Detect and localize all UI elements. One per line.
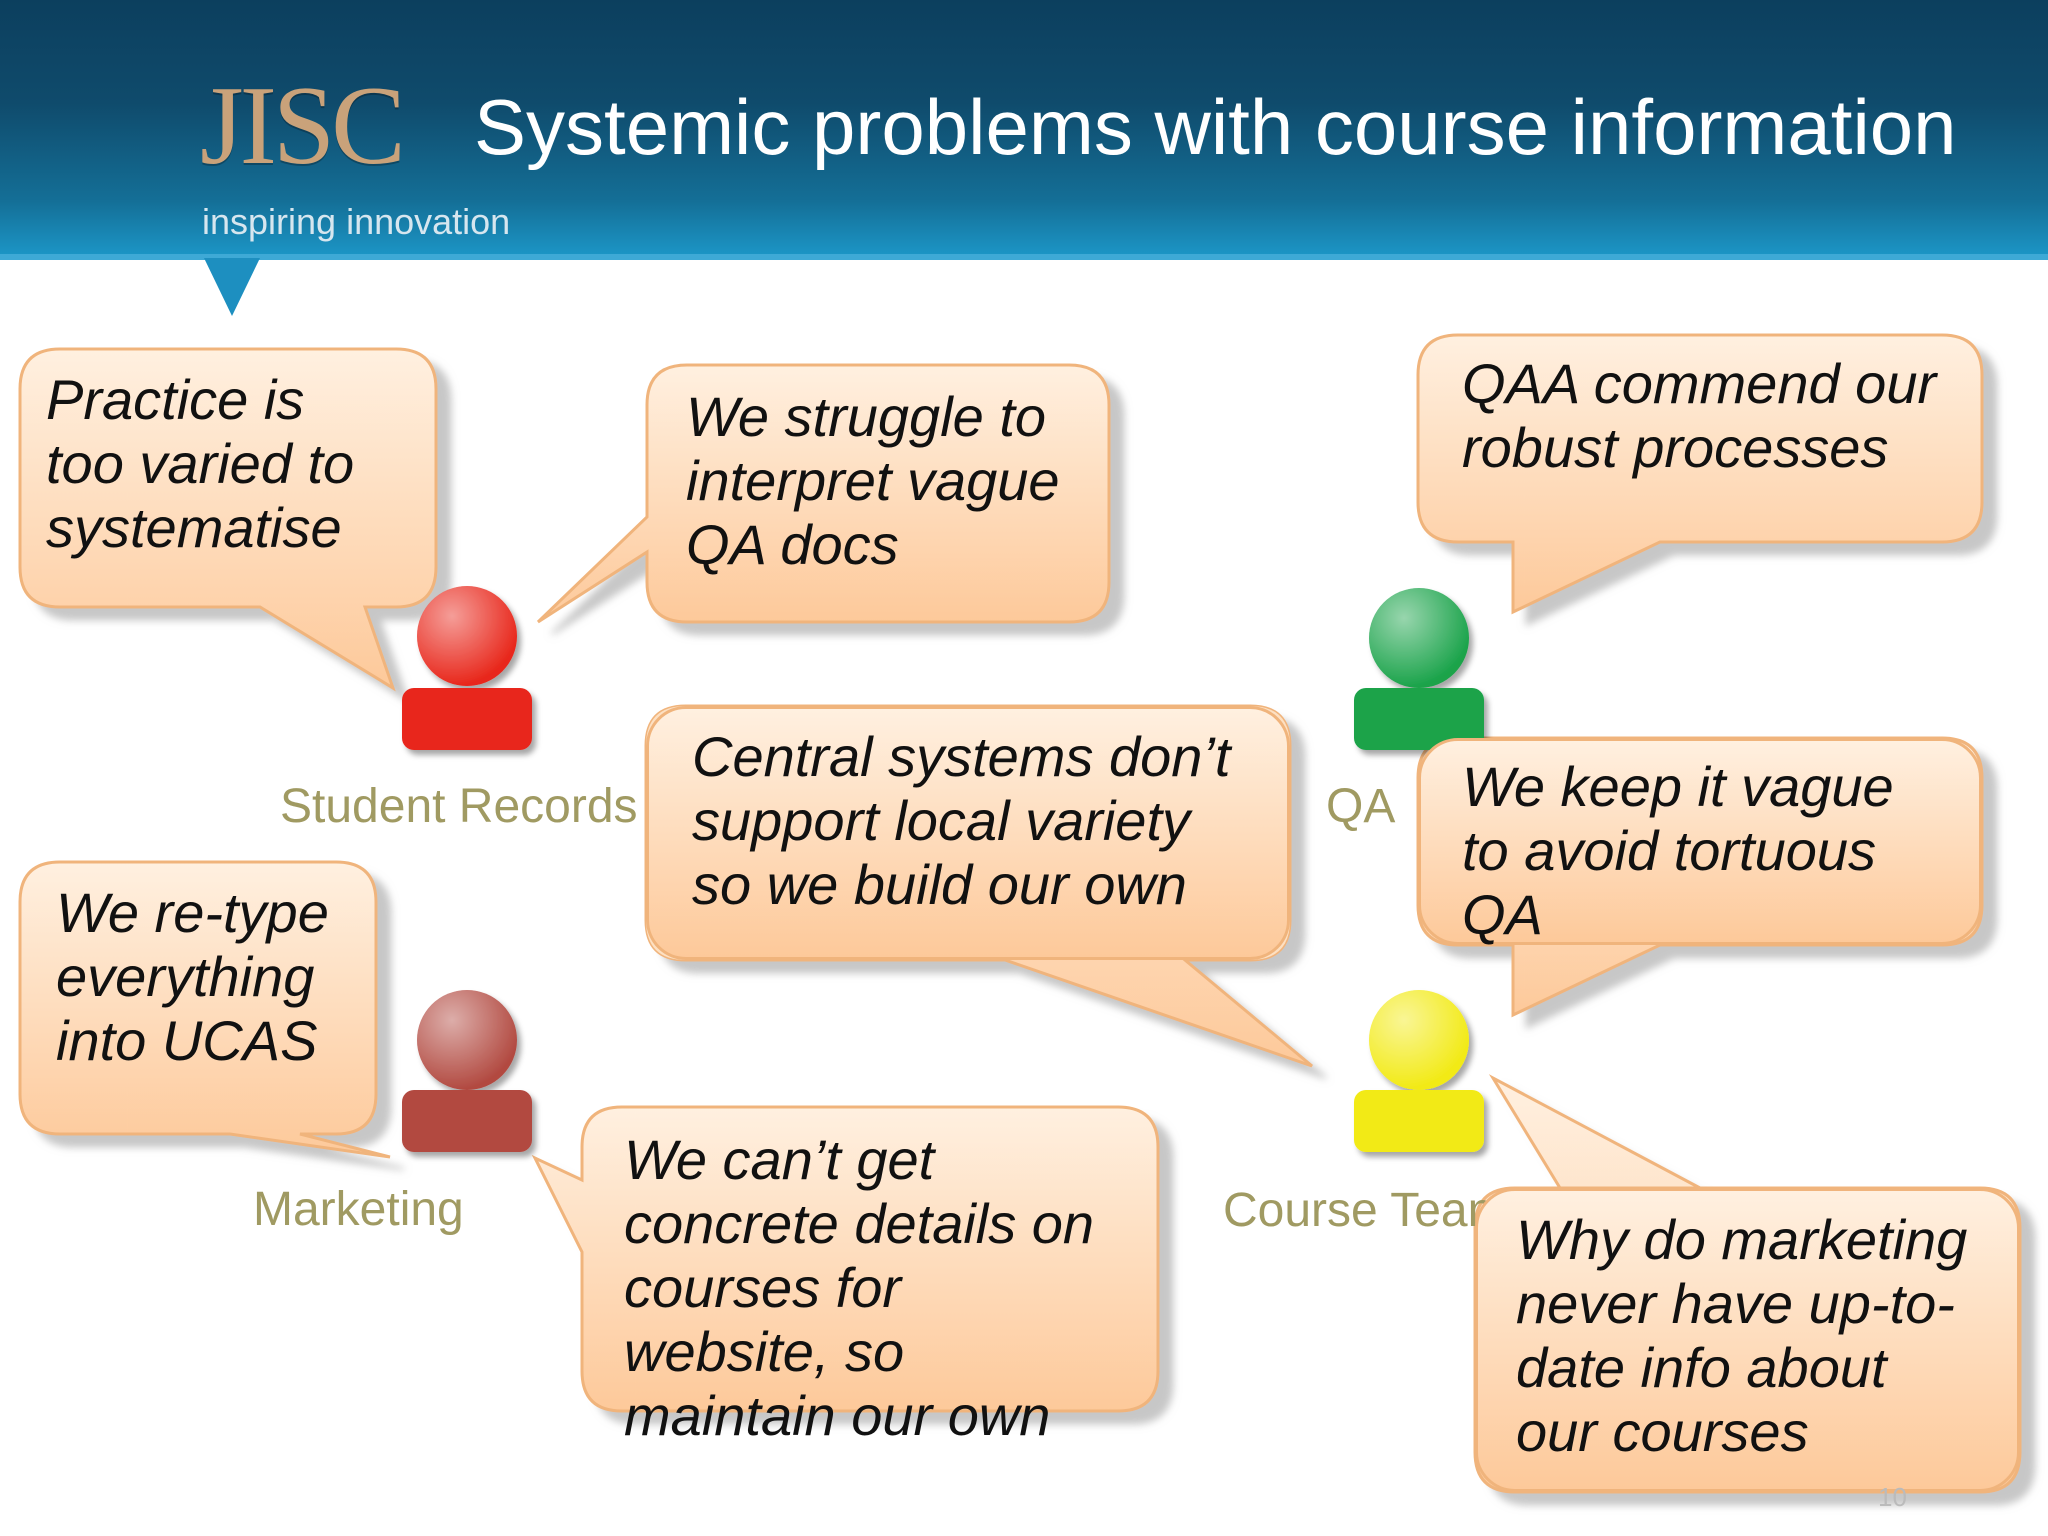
bubble-text-practice-varied: Practice is too varied to systematise (46, 368, 355, 559)
central-systems-body (646, 706, 1290, 960)
bubble-text-struggle-interpret: We struggle to interpret vague QA docs (686, 385, 1060, 576)
page-title: Systemic problems with course informatio… (474, 83, 1957, 171)
bubble-text-retype-ucas: We re-type everything into UCAS (56, 881, 329, 1072)
header-rule (0, 254, 2048, 260)
speech-bubble-practice-varied (18, 347, 438, 692)
role-label-marketing: Marketing (253, 1183, 464, 1236)
role-label-course-team: Course Team (1223, 1184, 1508, 1237)
keep-vague-cover (1418, 738, 1982, 945)
bubble-text-keep-vague: We keep it vague to avoid tortuous QA (1462, 755, 1894, 946)
role-label-qa: QA (1326, 780, 1396, 833)
speech-bubble-retype-ucas (18, 860, 391, 1159)
speech-bubble-qaa-commend (1416, 333, 1984, 615)
jisc-logo: JISC (200, 64, 406, 188)
speech-bubble-struggle-interpret (536, 363, 1111, 624)
slide-header (0, 0, 2048, 258)
bubble-text-central-systems: Central systems don’t support local vari… (692, 725, 1231, 916)
marketing-figure-icon (402, 990, 532, 1152)
header-pointer (204, 258, 260, 316)
role-label-student-records: Student Records (280, 780, 638, 833)
bubble-text-cant-get-details: We can’t get concrete details on courses… (624, 1128, 1095, 1447)
qa-figure-icon (1354, 588, 1484, 750)
bubble-text-qaa-commend: QAA commend our robust processes (1462, 352, 1937, 479)
bubble-text-why-marketing: Why do marketing never have up-to- date … (1516, 1208, 1968, 1463)
speech-bubble-cant-get-details (531, 1105, 1160, 1413)
student-records-figure-icon (402, 586, 532, 750)
logo-tagline: inspiring innovation (202, 201, 511, 242)
course-team-figure-icon (1354, 990, 1484, 1152)
page-number: 10 (1878, 1482, 1907, 1512)
why-marketing-cover (1475, 1188, 2020, 1492)
